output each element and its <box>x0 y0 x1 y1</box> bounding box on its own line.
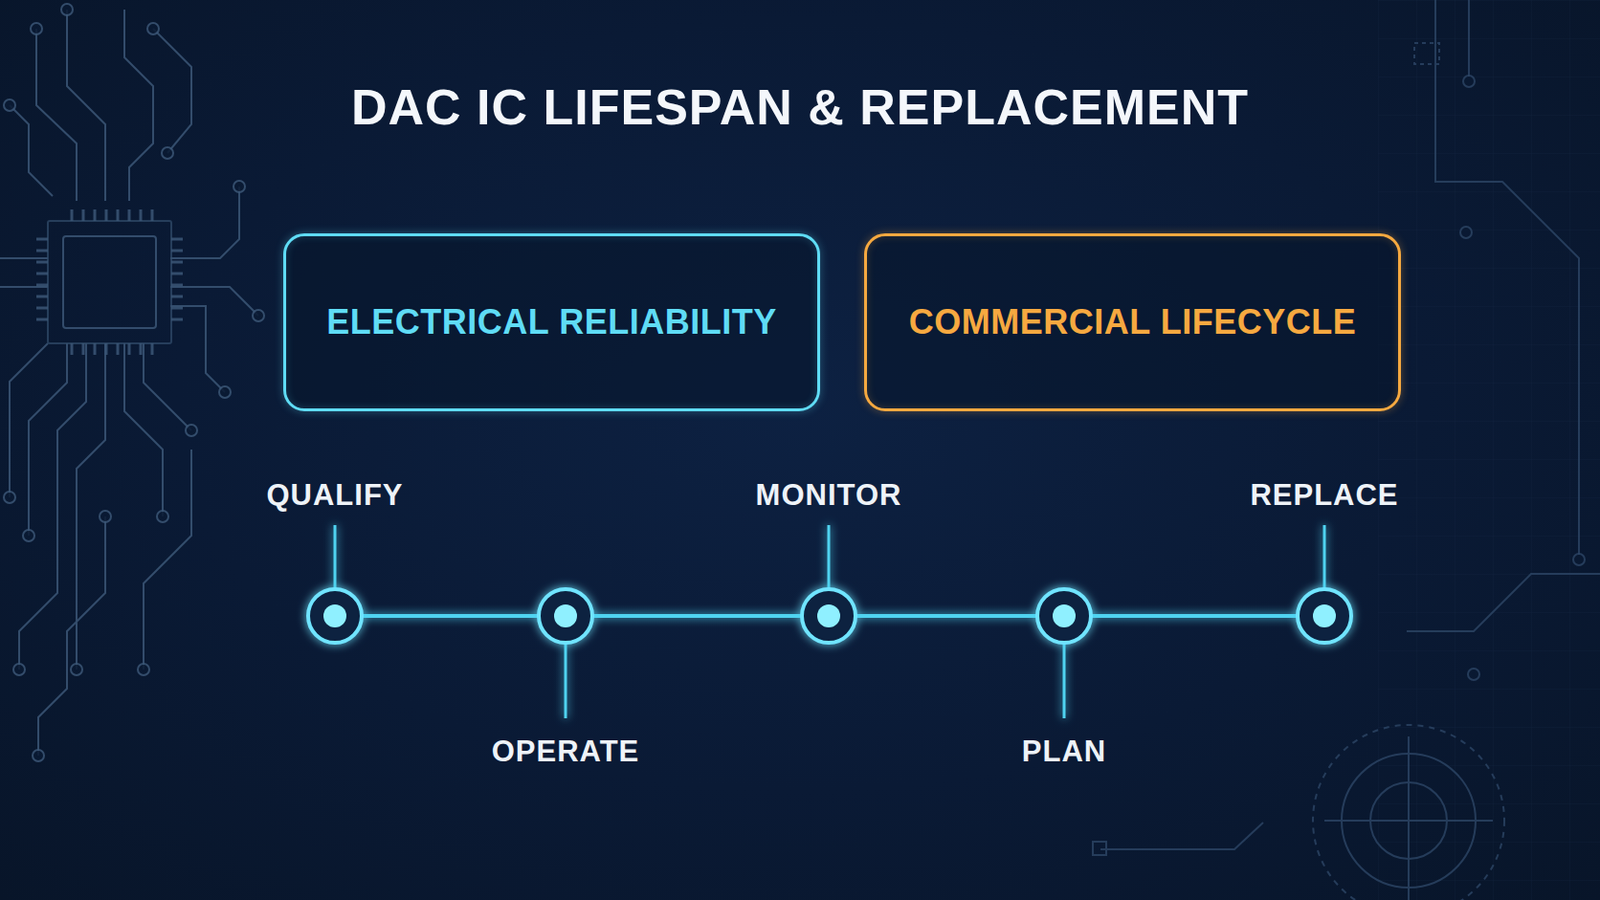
timeline-label: PLAN <box>1022 734 1107 770</box>
category-box: COMMERCIAL LIFECYCLE <box>864 233 1401 412</box>
timeline-label: MONITOR <box>755 478 903 513</box>
timeline-label: OPERATE <box>491 734 641 770</box>
category-box: ELECTRICAL RELIABILITY <box>283 233 821 412</box>
category-title: ELECTRICAL RELIABILITY <box>326 302 777 343</box>
diagram-title: DAC IC LIFESPAN & REPLACEMENT <box>0 78 1600 136</box>
timeline-label: REPLACE <box>1249 478 1399 513</box>
category-title: COMMERCIAL LIFECYCLE <box>909 302 1356 343</box>
timeline-label: QUALIFY <box>266 478 403 513</box>
